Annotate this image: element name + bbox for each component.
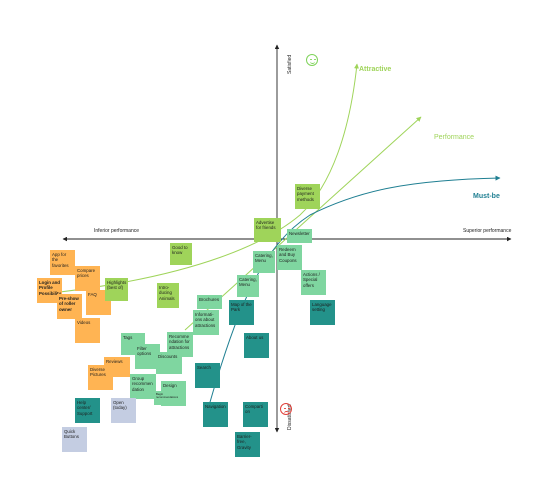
sticky-note[interactable]: Informati-ons about attractions: [193, 310, 219, 335]
x-axis-left-label: Inferior performance: [94, 228, 140, 234]
sticky-note[interactable]: Intro-ducing Animals: [157, 283, 179, 308]
sticky-note[interactable]: Discounts: [156, 352, 182, 374]
performance-label: Performance: [434, 134, 475, 141]
sticky-note[interactable]: Highlights (best of): [105, 278, 128, 301]
sticky-note[interactable]: Help center/ Support: [75, 398, 100, 423]
sticky-note[interactable]: Pre-show of roller owner: [57, 294, 82, 319]
must-be-label: Must-be: [473, 193, 500, 200]
sticky-note[interactable]: Redeem and Buy Coupons: [277, 245, 302, 270]
sticky-note[interactable]: Language setting: [310, 300, 335, 325]
y-axis-top-label: Satisfied: [287, 54, 293, 74]
sticky-note[interactable]: Brochures: [197, 295, 222, 309]
sticky-note[interactable]: About us: [244, 333, 269, 358]
sticky-note[interactable]: Comparti on: [243, 402, 268, 427]
sad-face-icon: [280, 403, 292, 415]
sticky-note[interactable]: Quick Buttons: [62, 427, 87, 452]
attractive-curve: [59, 63, 360, 293]
sticky-note[interactable]: Actions / Special offers: [301, 270, 326, 295]
sticky-note[interactable]: Videos: [75, 318, 100, 343]
sticky-note[interactable]: Newsletter: [287, 229, 312, 243]
sticky-note[interactable]: Open (today): [111, 398, 136, 423]
sticky-note[interactable]: Search: [195, 363, 220, 388]
sticky-note[interactable]: Compare prices: [75, 266, 100, 291]
sticky-note[interactable]: Good to know: [170, 243, 192, 265]
sticky-note[interactable]: Advertise for friends: [254, 218, 281, 242]
sticky-note[interactable]: Barrier-free, Gravity: [235, 432, 260, 457]
sticky-note[interactable]: Map of the Park: [229, 300, 254, 325]
must-be-curve: [204, 175, 501, 421]
sticky-note[interactable]: Begin recommendations: [154, 391, 178, 405]
sticky-note[interactable]: Catering, Menu: [237, 275, 259, 297]
sticky-note[interactable]: Diverse Pictures: [88, 365, 113, 390]
sticky-note[interactable]: Navigation: [203, 402, 228, 427]
sticky-note[interactable]: Diverse payment methods: [295, 184, 320, 209]
sticky-note[interactable]: Group recommen dation: [130, 374, 156, 399]
smiley-face-icon: [306, 54, 318, 66]
attractive-label: Attractive: [359, 66, 392, 73]
sticky-note[interactable]: App for the favorites: [50, 250, 75, 275]
performance-line: [184, 116, 422, 331]
x-axis-right-label: Superior performance: [463, 228, 512, 234]
sticky-note[interactable]: Catering, Menu: [253, 251, 275, 273]
sticky-note[interactable]: Filter options: [135, 344, 160, 369]
